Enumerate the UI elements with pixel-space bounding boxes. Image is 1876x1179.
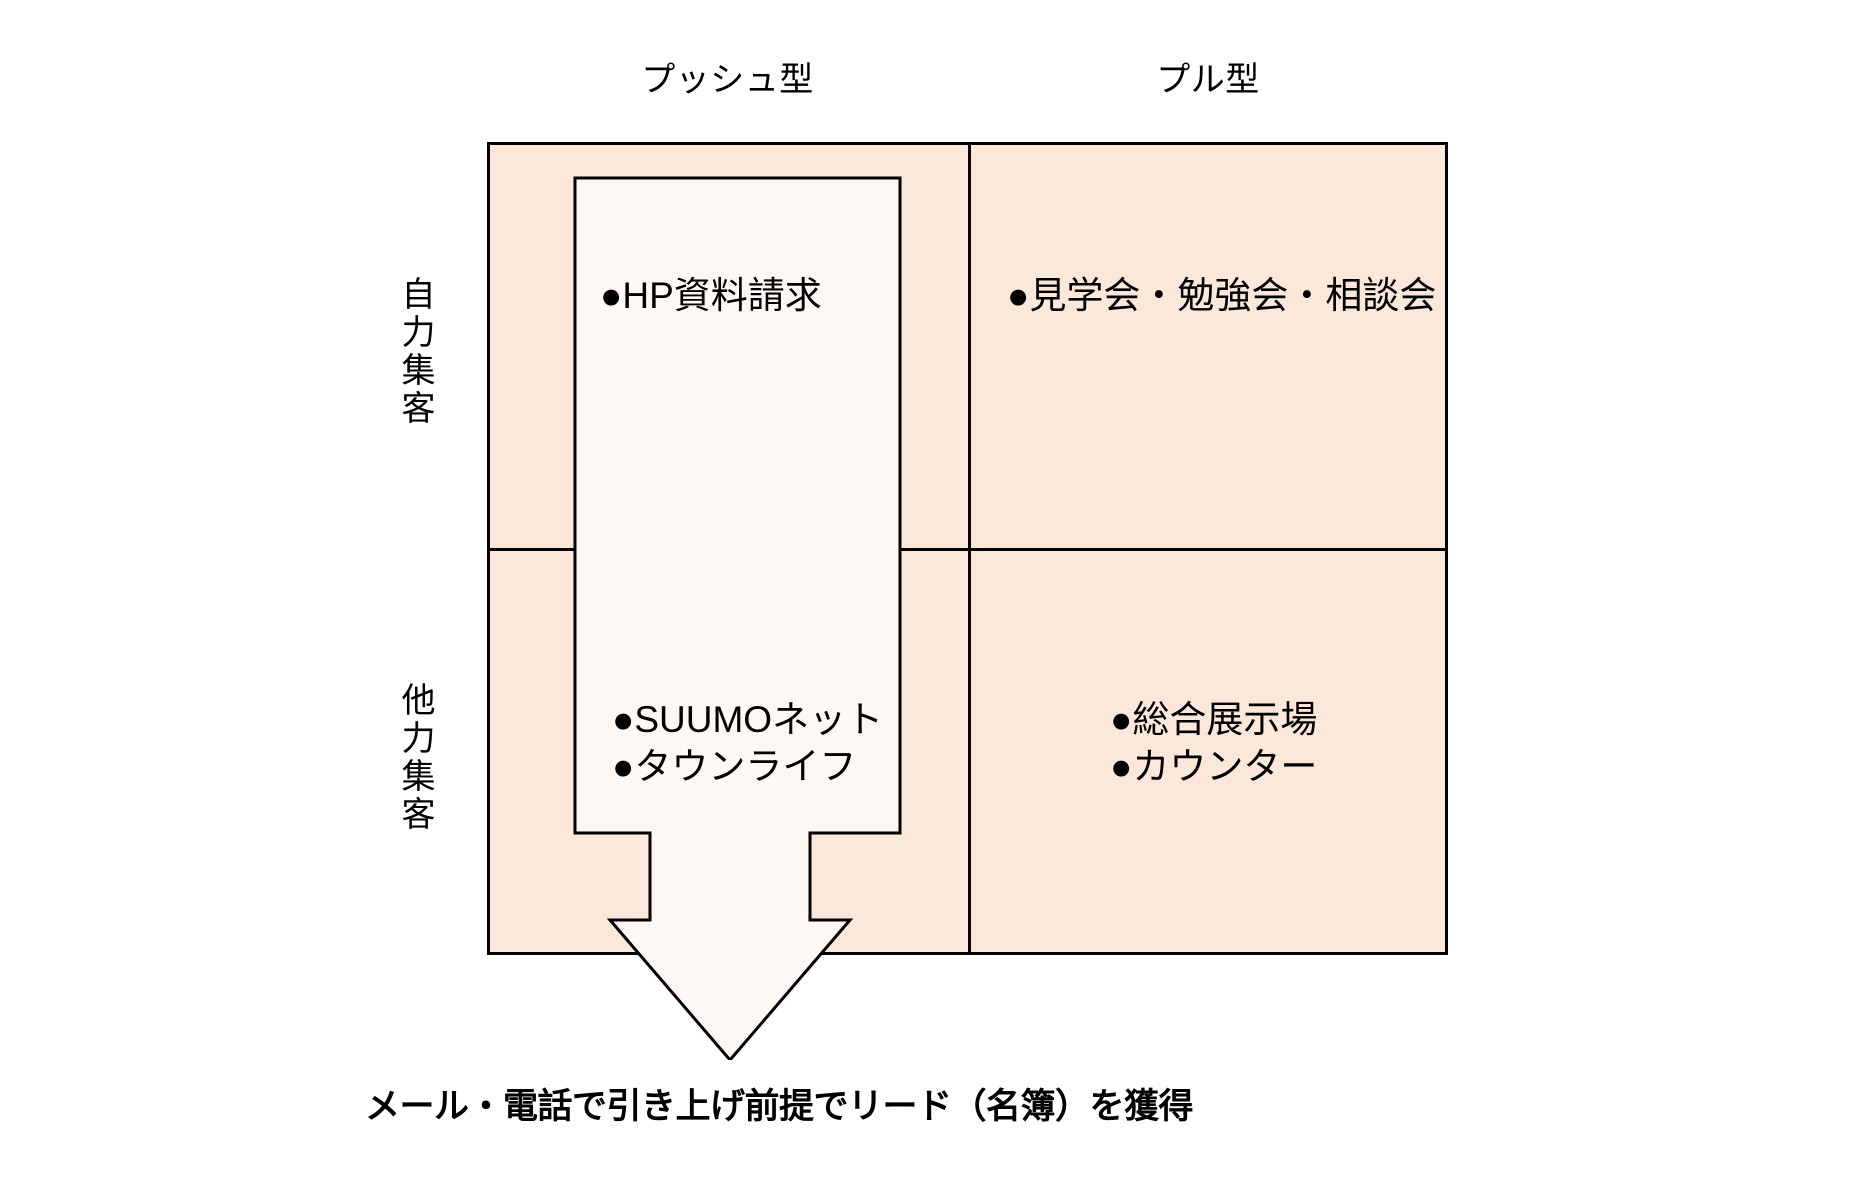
list-item: ●見学会・勉強会・相談会: [1007, 275, 1437, 316]
cell-content-push-other: ●SUUMOネット ●タウンライフ: [612, 696, 883, 791]
list-item: ●SUUMOネット: [612, 699, 884, 740]
cell-content-push-self: ●HP資料請求: [600, 272, 822, 319]
list-item: ●総合展示場: [1110, 699, 1318, 740]
quadrant-push-self: [490, 145, 968, 548]
list-item: ●カウンター: [1110, 746, 1318, 788]
row-header-self-acquisition: 自力集客: [396, 276, 434, 428]
cell-content-pull-self: ●見学会・勉強会・相談会: [1007, 272, 1436, 319]
caption-text: メール・電話で引き上げ前提でリード（名簿）を獲得: [364, 1087, 1194, 1126]
quadrant-pull-self: [968, 145, 1445, 548]
row-header-other-acquisition: 他力集客: [396, 682, 434, 834]
matrix-grid: [487, 142, 1448, 955]
column-header-pull: プル型: [1156, 61, 1260, 99]
column-header-push: プッシュ型: [641, 61, 814, 99]
list-item: ●HP資料請求: [600, 275, 822, 316]
list-item: ●タウンライフ: [612, 746, 857, 788]
caption: メール・電話で引き上げ前提でリード（名簿）を獲得: [0, 1078, 1876, 1129]
quadrant-pull-other: [968, 548, 1445, 952]
cell-content-pull-other: ●総合展示場 ●カウンター: [1110, 696, 1317, 791]
